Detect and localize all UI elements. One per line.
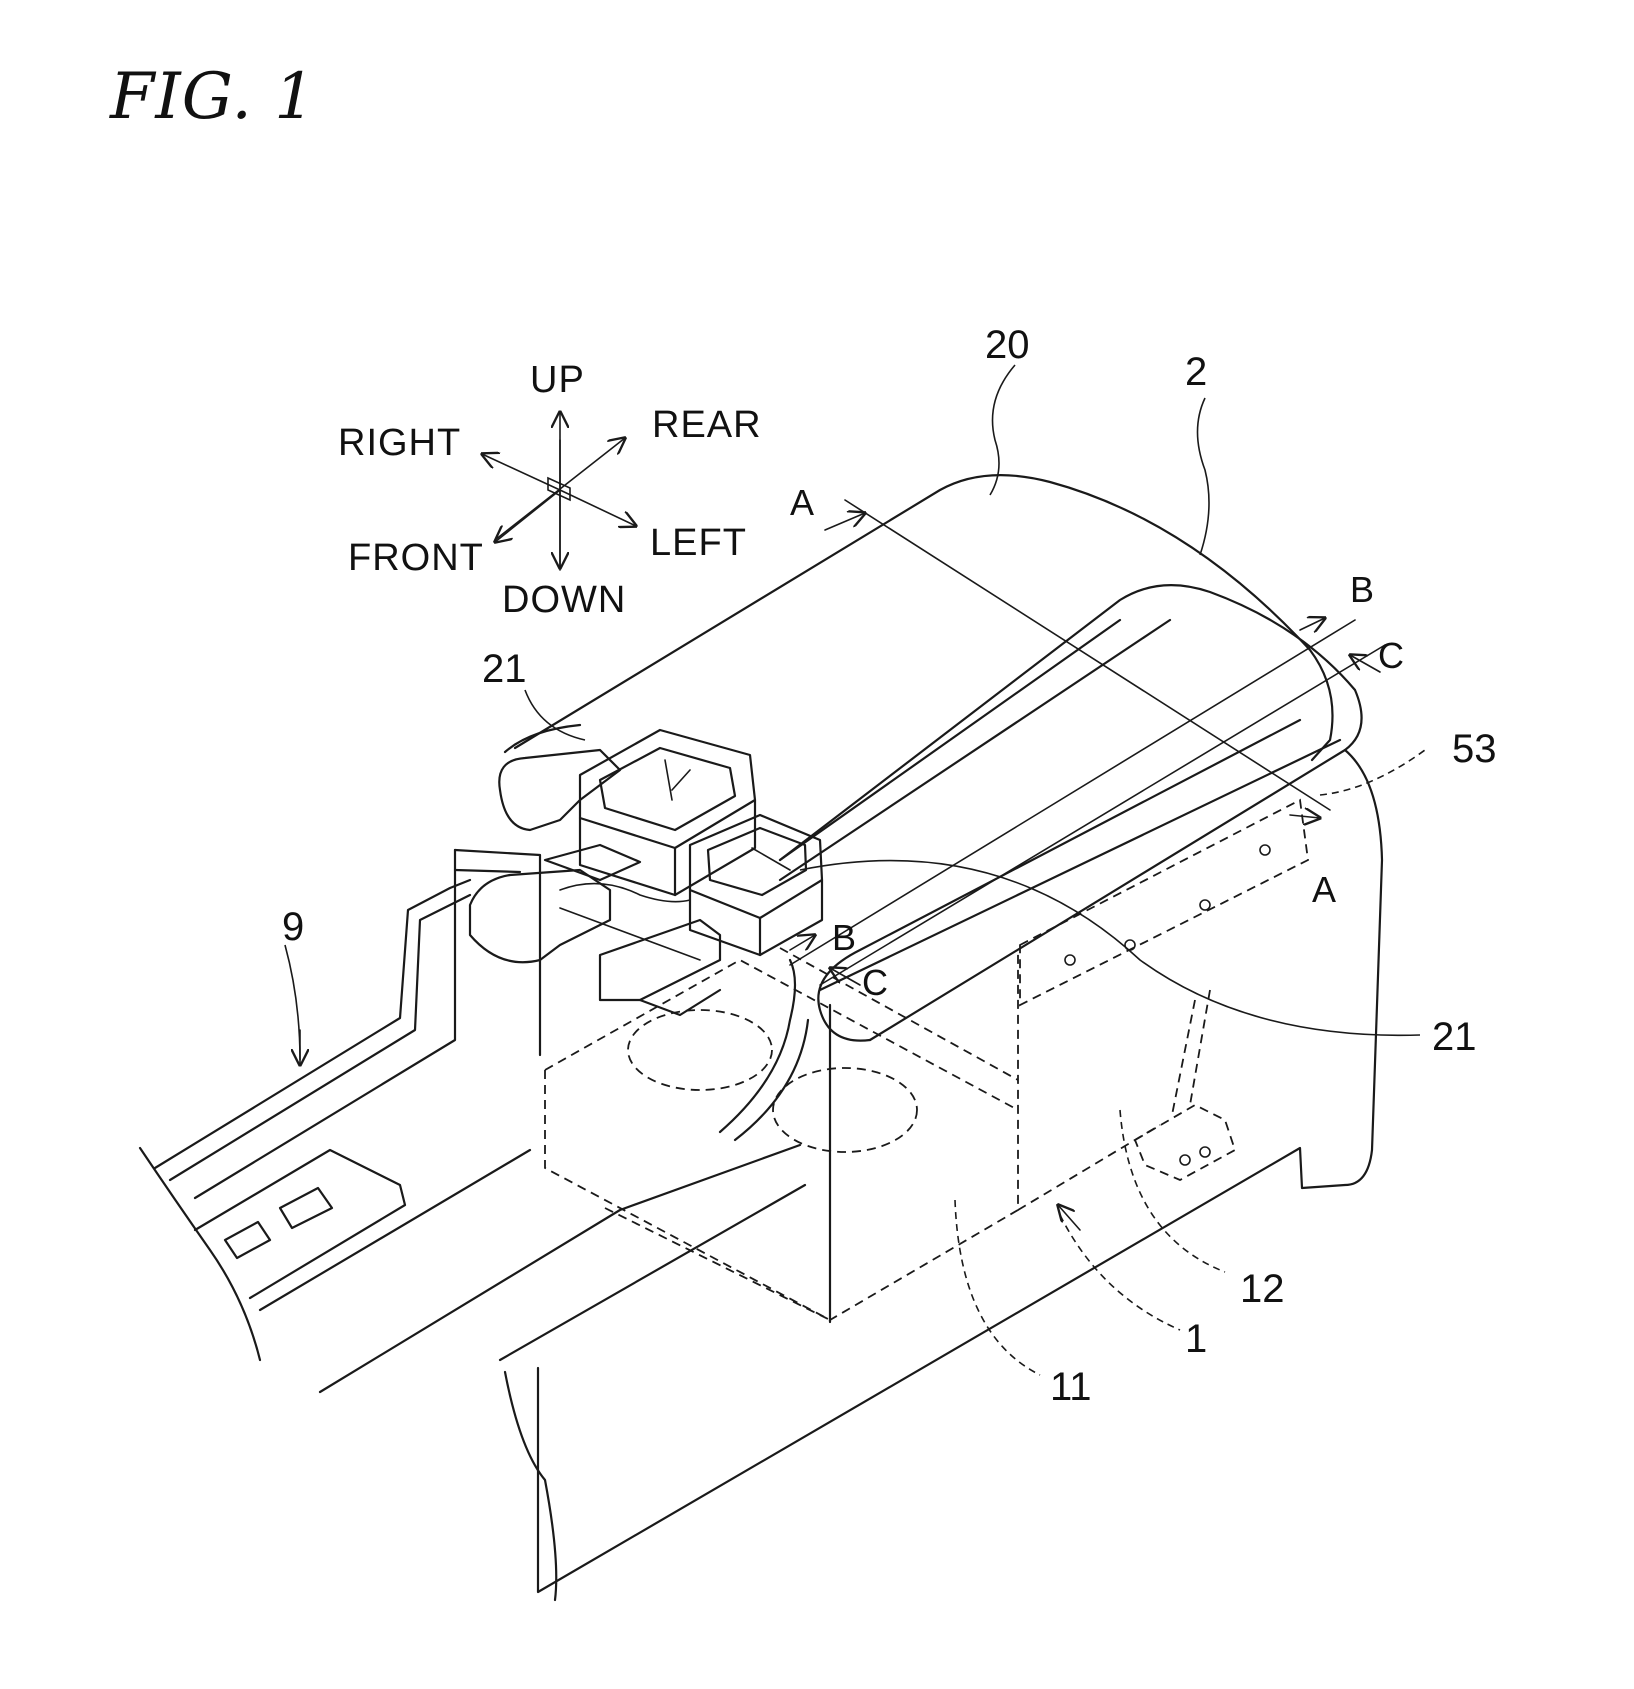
handle-assembly <box>470 730 822 1015</box>
console-box <box>545 800 1308 1320</box>
console-shell <box>500 750 1382 1600</box>
direction-compass: UP REAR RIGHT FRONT LEFT DOWN <box>338 359 762 621</box>
direction-front-label: FRONT <box>348 537 484 579</box>
section-a-bottom-label: A <box>1312 869 1336 910</box>
label-1: 1 <box>1185 1317 1207 1361</box>
direction-right-label: RIGHT <box>338 422 461 464</box>
section-a-top-label: A <box>790 482 814 523</box>
label-53: 53 <box>1452 727 1497 771</box>
direction-left-label: LEFT <box>650 522 747 564</box>
label-2: 2 <box>1185 350 1207 394</box>
label-21-front: 21 <box>482 647 527 691</box>
floor-console <box>140 850 808 1392</box>
section-c-top-label: C <box>1378 635 1404 676</box>
section-b-bottom-label: B <box>832 917 856 958</box>
reference-numerals: 20 2 21 21 53 1 12 11 9 <box>282 323 1497 1409</box>
direction-up-label: UP <box>530 359 585 401</box>
direction-rear-label: REAR <box>652 404 762 446</box>
label-21-side: 21 <box>1432 1015 1477 1059</box>
section-c-bottom-label: C <box>862 962 888 1003</box>
label-11: 11 <box>1050 1365 1092 1409</box>
label-20: 20 <box>985 323 1030 367</box>
label-9: 9 <box>282 905 304 949</box>
section-b-top-label: B <box>1350 569 1374 610</box>
direction-down-label: DOWN <box>502 579 626 621</box>
label-12: 12 <box>1240 1267 1285 1311</box>
